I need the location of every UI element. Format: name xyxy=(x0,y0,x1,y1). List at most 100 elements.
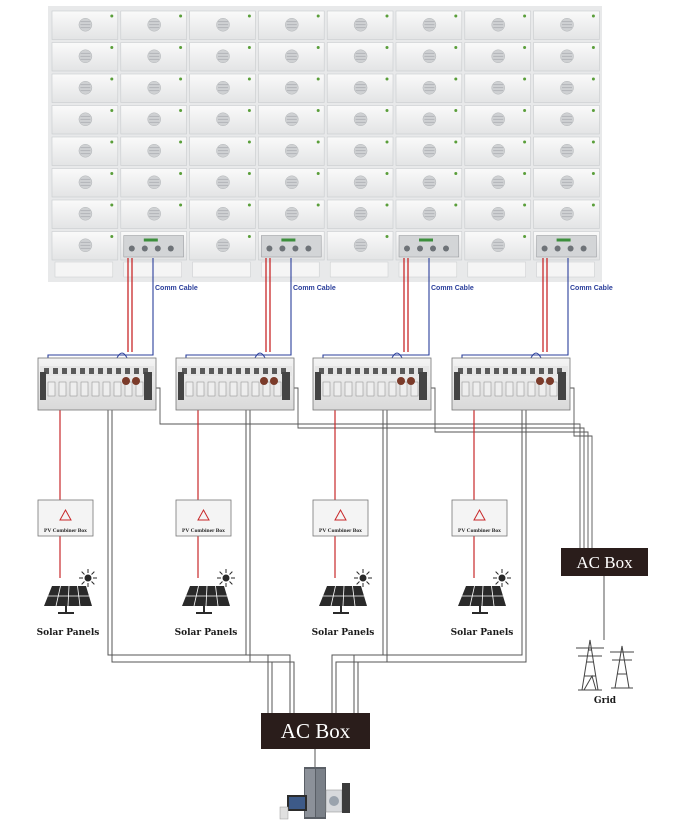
battery-module xyxy=(326,168,394,198)
battery-module xyxy=(395,199,463,229)
home-appliances-icon xyxy=(279,767,350,820)
inverter-port-icon xyxy=(260,377,268,385)
inverter-port-icon xyxy=(270,377,278,385)
status-led-icon xyxy=(385,109,389,112)
status-led-icon xyxy=(385,46,389,49)
battery-module xyxy=(258,231,325,261)
sun-ray xyxy=(495,571,499,575)
solar-panel-icon xyxy=(319,569,372,614)
sun-icon xyxy=(498,574,506,582)
battery-module xyxy=(326,42,394,72)
battery-module xyxy=(120,10,187,40)
warning-icon xyxy=(59,508,72,521)
status-led-icon xyxy=(110,140,114,144)
status-led-icon xyxy=(523,203,527,207)
combiner-box-body xyxy=(312,499,369,537)
terminal-icon xyxy=(521,368,526,374)
warning-icon xyxy=(197,508,210,521)
ac-load-cable xyxy=(111,410,273,713)
battery-module xyxy=(533,73,600,103)
status-led-icon xyxy=(454,14,458,18)
combiner-box-body xyxy=(175,499,232,537)
status-led-icon xyxy=(454,46,458,49)
battery-module xyxy=(464,231,531,261)
terminal-icon xyxy=(44,368,49,374)
ac-load-cable xyxy=(357,410,527,713)
ac-load-cable xyxy=(107,410,269,713)
sun-ray xyxy=(366,571,370,575)
battery-module xyxy=(533,105,600,135)
warning-icon xyxy=(334,508,347,521)
inverter-terminal-strip xyxy=(315,366,429,376)
battery-module xyxy=(395,105,463,135)
terminal-icon xyxy=(409,368,414,374)
battery-module xyxy=(189,168,256,198)
terminal-icon xyxy=(245,368,250,374)
battery-module xyxy=(120,231,187,261)
bms-indicator xyxy=(419,238,433,242)
inverter-port-icon xyxy=(122,377,130,385)
terminal-icon xyxy=(494,368,499,374)
battery-module-body xyxy=(120,168,187,198)
terminal-icon xyxy=(346,368,351,374)
pv-combiner-box: PV Combiner Box xyxy=(312,499,369,537)
status-led-icon xyxy=(179,14,183,18)
terminal-icon xyxy=(98,368,103,374)
rack-base xyxy=(192,261,251,278)
bms-panel xyxy=(123,235,184,258)
pv-combiner-box: PV Combiner Box xyxy=(175,499,232,537)
battery-module xyxy=(51,136,119,166)
ac-load-cable xyxy=(335,410,388,713)
battery-module xyxy=(464,168,531,198)
battery-power-cable xyxy=(542,258,548,352)
status-led-icon xyxy=(591,140,595,144)
solar-panel-icon xyxy=(458,569,511,614)
bms-port-icon xyxy=(567,245,574,252)
inverter-handle xyxy=(178,372,184,400)
battery-module xyxy=(533,168,600,198)
battery-module xyxy=(533,231,600,261)
battery-power-cable xyxy=(403,258,409,352)
status-led-icon xyxy=(523,14,527,18)
comm-cable-label: Comm Cable xyxy=(570,285,613,292)
breaker-icon xyxy=(344,381,353,397)
terminal-icon xyxy=(557,368,562,374)
status-led-icon xyxy=(523,77,527,81)
rack-base xyxy=(398,261,458,278)
terminal-icon xyxy=(418,368,423,374)
status-led-icon xyxy=(110,14,114,18)
battery-module xyxy=(51,168,119,198)
ac-load-cable xyxy=(353,410,523,713)
hybrid-inverter xyxy=(312,357,432,411)
terminal-icon xyxy=(227,368,232,374)
bms-port-icon xyxy=(154,245,161,252)
solar-panels-label: Solar Panels xyxy=(312,628,375,638)
battery-module xyxy=(258,105,325,135)
inverter-handle xyxy=(282,372,290,400)
battery-module xyxy=(189,231,256,261)
inverter-terminal-strip xyxy=(178,366,292,376)
battery-module xyxy=(533,10,600,40)
bms-port-icon xyxy=(305,245,312,252)
terminal-icon xyxy=(218,368,223,374)
status-led-icon xyxy=(316,172,320,175)
status-led-icon xyxy=(385,140,389,144)
battery-module xyxy=(395,73,463,103)
status-led-icon xyxy=(247,46,251,49)
status-led-icon xyxy=(110,46,114,49)
inverter-terminal-strip xyxy=(454,366,568,376)
battery-module xyxy=(189,105,256,135)
terminal-icon xyxy=(53,368,58,374)
breaker-icon xyxy=(472,381,481,397)
inverter-port-icon xyxy=(407,377,415,385)
rack-base xyxy=(261,261,320,278)
battery-module xyxy=(395,136,463,166)
terminal-icon xyxy=(548,368,553,374)
breaker-icon xyxy=(388,381,397,397)
terminal-icon xyxy=(458,368,463,374)
status-led-icon xyxy=(523,235,527,238)
battery-module xyxy=(326,73,394,103)
combiner-box-body xyxy=(451,499,508,537)
terminal-icon xyxy=(328,368,333,374)
bms-port-icon xyxy=(128,245,135,252)
